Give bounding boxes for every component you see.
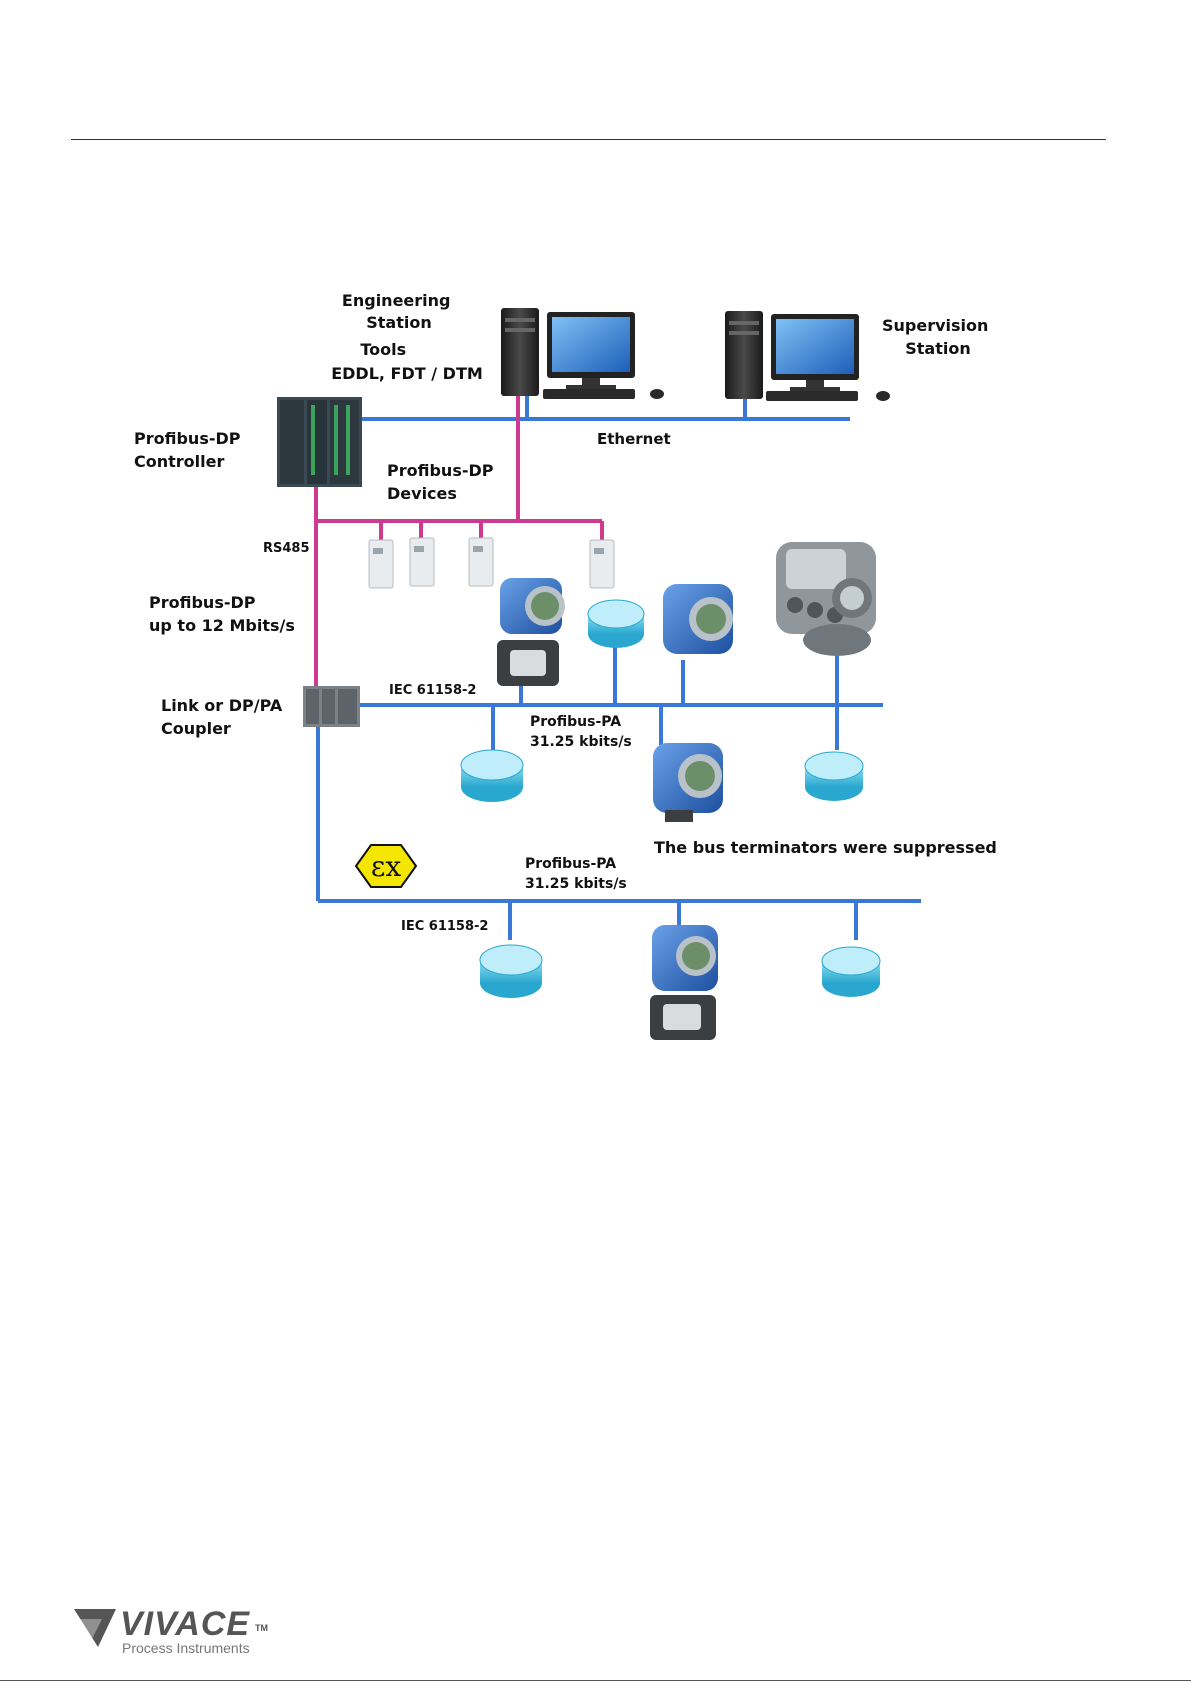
- label-dp-speed: Profibus-DP up to 12 Mbits/s: [149, 593, 295, 635]
- label-pa-upper: Profibus-PA 31.25 kbits/s: [530, 714, 632, 750]
- pressure-transmitter-4: [650, 925, 718, 1040]
- label-engineering-station: Engineering Station: [342, 291, 456, 332]
- label-rs485: RS485: [263, 541, 310, 556]
- profibus-pa-upper-bus: [358, 645, 883, 750]
- label-pa-lower: Profibus-PA 31.25 kbits/s: [525, 856, 627, 892]
- logo-tm: TM: [255, 1623, 268, 1633]
- label-ethernet: Ethernet: [597, 430, 671, 448]
- label-supervision-station: Supervision Station: [882, 316, 994, 358]
- pressure-transmitter-2: [663, 584, 733, 654]
- label-terminators-note: The bus terminators were suppressed: [654, 838, 997, 857]
- engineering-station-pc: [501, 308, 664, 399]
- temperature-transmitter-5: [821, 946, 881, 997]
- header-rule: [71, 139, 1106, 140]
- dp-pa-coupler: [303, 686, 360, 727]
- vivace-logo-mark-icon: [74, 1609, 116, 1647]
- ex-hazard-symbol: εx: [354, 844, 418, 888]
- temperature-transmitter-2: [460, 749, 524, 802]
- label-iec-upper: IEC 61158-2: [389, 683, 476, 698]
- temperature-transmitter-1: [587, 599, 645, 648]
- label-dp-devices: Profibus-DP Devices: [387, 461, 499, 503]
- logo-subtitle: Process Instruments: [122, 1640, 250, 1656]
- footer-rule: [0, 1680, 1191, 1681]
- logo-brand: VIVACE: [120, 1605, 251, 1643]
- pressure-transmitter-3: [653, 743, 723, 822]
- supervision-station-pc: [725, 311, 890, 401]
- plc-controller: [277, 397, 362, 487]
- label-tools: Tools EDDL, FDT / DTM: [331, 340, 483, 383]
- profibus-pa-lower-bus: [316, 725, 921, 940]
- label-coupler: Link or DP/PA Coupler: [161, 696, 288, 738]
- dp-device-modules: [368, 537, 615, 589]
- temperature-transmitter-3: [804, 751, 864, 801]
- vivace-logo: VIVACE TM Process Instruments: [72, 1605, 282, 1665]
- pressure-transmitter-1: [497, 578, 565, 686]
- label-dp-controller: Profibus-DP Controller: [134, 429, 246, 471]
- profibus-dp-bus: [314, 392, 604, 693]
- temperature-transmitter-4: [479, 944, 543, 998]
- svg-text:εx: εx: [371, 850, 402, 883]
- valve-positioner: [776, 542, 876, 656]
- label-iec-lower: IEC 61158-2: [401, 919, 488, 934]
